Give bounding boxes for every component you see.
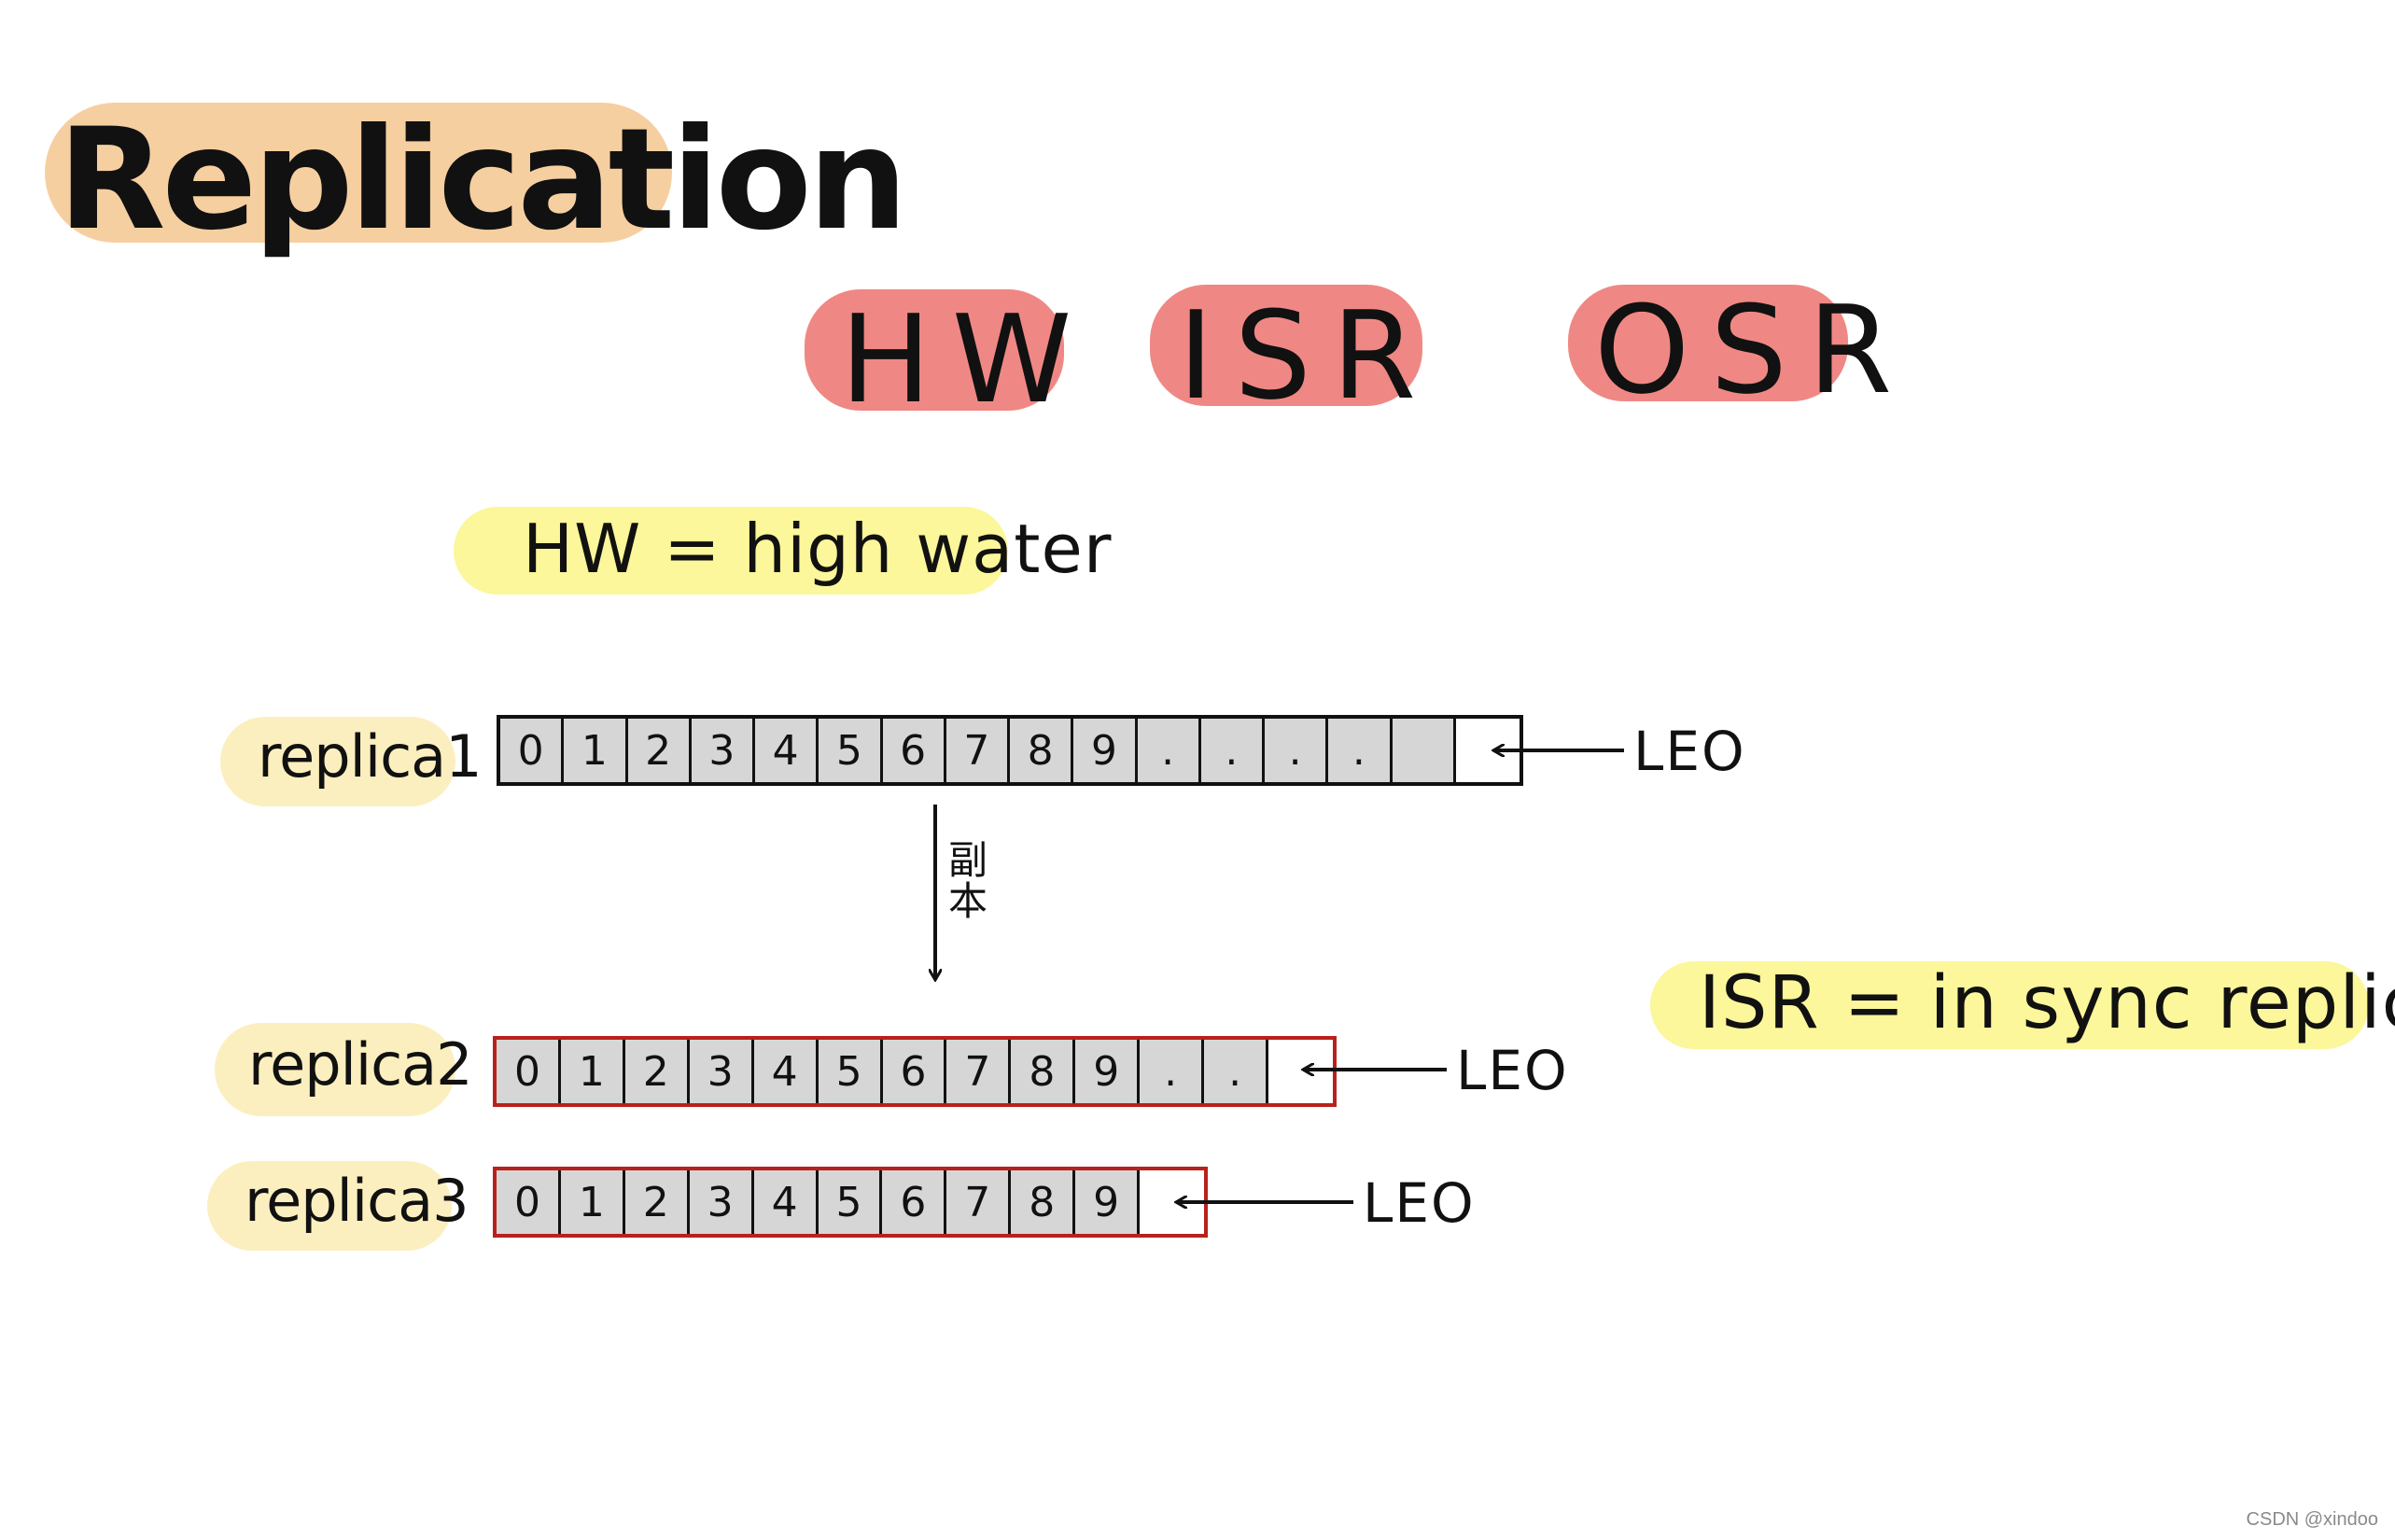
log-cell: 1 xyxy=(560,1170,625,1234)
log-cell: 1 xyxy=(560,1040,625,1103)
term-isr-highlight xyxy=(1150,285,1422,406)
log-cell: 0 xyxy=(497,1170,561,1234)
log-cell: 1 xyxy=(564,719,628,782)
replica3-leo-label: LEO xyxy=(1363,1171,1476,1235)
log-cell: 3 xyxy=(691,719,755,782)
log-cell: 5 xyxy=(818,1040,883,1103)
log-cell: . xyxy=(1204,1040,1269,1103)
log-cell: 8 xyxy=(1011,1170,1076,1234)
log-cell: 6 xyxy=(882,1040,947,1103)
page-title: Replication xyxy=(58,99,908,261)
replica2-label: replica2 xyxy=(248,1030,473,1099)
replica3-label-highlight xyxy=(207,1161,452,1251)
log-cell: 2 xyxy=(624,1170,690,1234)
log-cell: 8 xyxy=(1010,719,1074,782)
log-cell: 9 xyxy=(1075,1170,1141,1234)
log-cell: 8 xyxy=(1011,1040,1076,1103)
log-cell: . xyxy=(1328,719,1393,782)
log-cell: 4 xyxy=(755,719,819,782)
term-hw: HW xyxy=(840,288,1093,430)
replica3-label: replica3 xyxy=(245,1167,469,1235)
log-cell: 2 xyxy=(627,719,692,782)
term-osr: OSR xyxy=(1594,279,1913,421)
log-cell: . xyxy=(1140,1040,1205,1103)
replica2-label-highlight xyxy=(215,1023,455,1116)
replication-arrow-label: 副本 xyxy=(945,837,991,925)
log-cell: 6 xyxy=(882,1170,947,1234)
log-cell: 9 xyxy=(1073,719,1138,782)
log-cell: 4 xyxy=(753,1040,819,1103)
replica1-leo-label: LEO xyxy=(1633,720,1746,783)
isr-note-highlight xyxy=(1650,961,2369,1049)
log-cell: 5 xyxy=(818,1170,883,1234)
log-cell: . xyxy=(1137,719,1201,782)
log-cell: 7 xyxy=(946,1040,1012,1103)
isr-note: ISR = in sync replica xyxy=(1699,961,2395,1045)
term-hw-highlight xyxy=(805,289,1064,411)
hw-note-highlight xyxy=(454,507,1008,595)
log-cell-unfilled xyxy=(1392,719,1456,782)
log-cell: 3 xyxy=(689,1040,754,1103)
log-cell: . xyxy=(1200,719,1265,782)
log-cell: 9 xyxy=(1075,1040,1141,1103)
log-cell: 2 xyxy=(624,1040,690,1103)
log-cell: 7 xyxy=(945,719,1010,782)
log-cell: 4 xyxy=(753,1170,819,1234)
replica1-label-highlight xyxy=(220,717,455,806)
footer-watermark: CSDN @xindoo xyxy=(2246,1509,2378,1530)
replica2-leo-label: LEO xyxy=(1456,1039,1569,1102)
log-cell: . xyxy=(1265,719,1329,782)
log-cell: 6 xyxy=(882,719,946,782)
log-cell: 0 xyxy=(497,1040,561,1103)
log-cell: 5 xyxy=(819,719,883,782)
log-cell: 3 xyxy=(689,1170,754,1234)
term-isr: ISR xyxy=(1178,285,1437,427)
term-osr-highlight xyxy=(1568,285,1848,401)
hw-note: HW = high water xyxy=(523,510,1113,588)
replication-arrow-label-text: 副本 xyxy=(947,837,987,925)
log-cell: 7 xyxy=(946,1170,1012,1234)
title-highlight xyxy=(45,103,672,243)
log-cell: 0 xyxy=(500,719,565,782)
replica1-label: replica1 xyxy=(258,722,483,791)
